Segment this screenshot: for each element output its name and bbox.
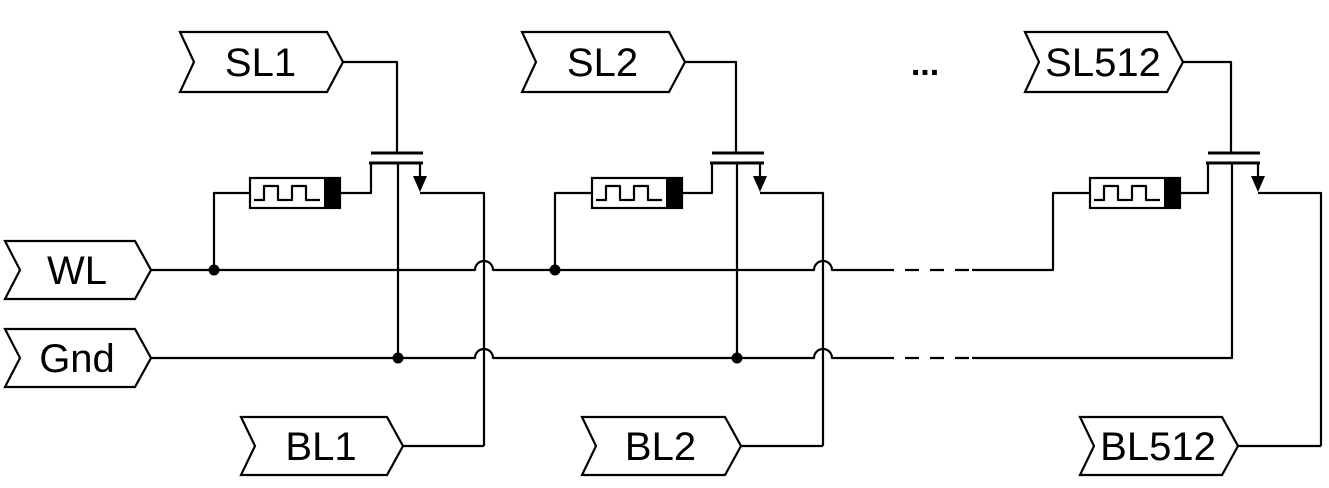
cell-1-drain-arrow-head xyxy=(413,176,427,192)
cell-3-drain-arrow-head xyxy=(1251,176,1265,192)
cell-2-select-line-tag-shape xyxy=(520,30,687,94)
cell-3-select-line-label: SL512 xyxy=(1045,41,1161,85)
cell-2-bit-line-label: BL2 xyxy=(625,425,696,469)
cell-3-bit-line-label: BL512 xyxy=(1100,425,1216,469)
wordline-bus xyxy=(151,259,880,272)
cell-1-wordline-tie xyxy=(212,191,250,270)
wordline-label: WL xyxy=(47,249,107,293)
cell-1-resistive-electrode xyxy=(324,178,340,208)
cell-1-bit-line-wire xyxy=(420,191,486,446)
cell-1-bit-line-tag-shape xyxy=(239,415,405,477)
wordline-tag: WL xyxy=(3,239,153,301)
cell-2-select-line-label: SL2 xyxy=(567,41,638,85)
cell-3-transistor-source-wire xyxy=(1180,163,1210,195)
cell-1-select-line-tag: SL1 xyxy=(178,30,345,94)
cell-2-bit-line-tag-shape xyxy=(580,415,743,477)
cell-1-bit-line-tag: BL1 xyxy=(239,415,405,477)
wordline-bus-end xyxy=(972,191,1090,272)
cell-2-transistor-source-wire xyxy=(682,163,714,195)
cell-1-select-line-tag-shape xyxy=(178,30,345,94)
cell-2-resistive-meander xyxy=(596,184,662,202)
ground-bus xyxy=(151,347,880,360)
cell-2-drain-arrow-head xyxy=(753,176,767,192)
cell-3-resistive-element xyxy=(1088,176,1182,210)
cell-3-resistive-meander xyxy=(1094,184,1160,202)
cell-1-bit-line-label: BL1 xyxy=(285,425,356,469)
cell-1-resistive-meander xyxy=(254,184,320,202)
column-ellipsis: ... xyxy=(911,45,939,83)
cell-1-transistor-source-wire xyxy=(340,163,373,195)
cell-2-wordline-junction xyxy=(549,264,561,276)
cell-3-resistive-electrode xyxy=(1164,178,1180,208)
ground-tag: Gnd xyxy=(3,327,153,389)
cell-1-select-line-wire xyxy=(343,60,399,153)
cell-2-wordline-tie xyxy=(553,191,592,270)
cell-3-bit-line-wire xyxy=(1258,191,1323,446)
cell-2-select-line-tag: SL2 xyxy=(520,30,687,94)
cell-2-resistive-element xyxy=(590,176,684,210)
cell-3-select-line-tag-shape xyxy=(1023,30,1185,94)
cell-1-resistive-element xyxy=(248,176,342,210)
ground-label: Gnd xyxy=(39,337,115,381)
cell-3-bit-line-tag: BL512 xyxy=(1078,415,1240,477)
cell-2-bit-line-tag: BL2 xyxy=(580,415,743,477)
cell-1-wordline-junction xyxy=(208,264,220,276)
cell-3-bit-line-tag-shape xyxy=(1078,415,1240,477)
cell-3-select-line-wire xyxy=(1183,60,1233,153)
cell-1-select-line-label: SL1 xyxy=(225,41,296,85)
cell-2-select-line-wire xyxy=(685,60,738,153)
cell-3-select-line-tag: SL512 xyxy=(1023,30,1185,94)
cell-2-ground-junction xyxy=(731,352,743,364)
cell-2-resistive-electrode xyxy=(666,178,682,208)
ground-bus-end xyxy=(972,163,1234,360)
cell-1-ground-junction xyxy=(392,352,404,364)
cell-2-bit-line-wire xyxy=(760,191,825,446)
